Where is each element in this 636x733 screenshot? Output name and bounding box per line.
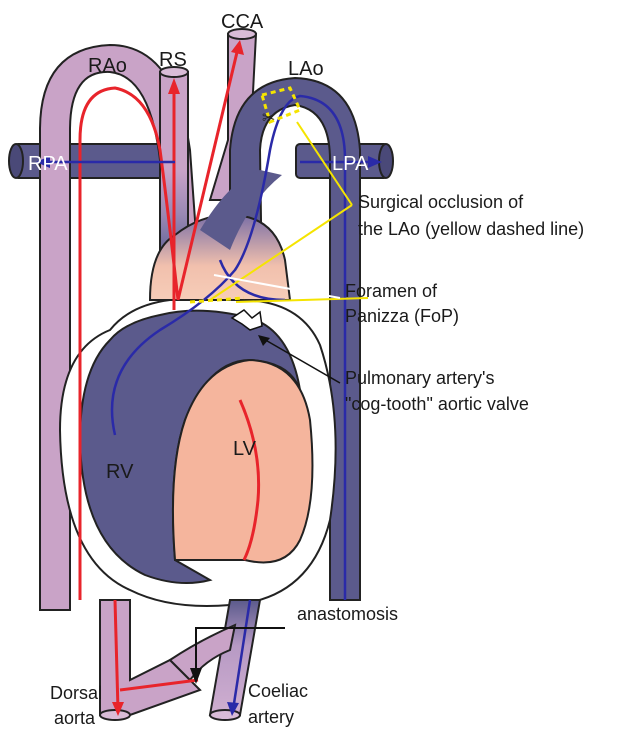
label-surgical-2: the LAo (yellow dashed line) <box>358 219 584 239</box>
label-dorsal-2: aorta <box>54 708 96 728</box>
label-rs: RS <box>159 49 187 71</box>
label-lao: LAo <box>288 58 324 80</box>
label-rv: RV <box>106 461 134 483</box>
label-valve-2: "cog-tooth" aortic valve <box>345 394 529 414</box>
label-lpa: LPA <box>332 153 369 175</box>
label-coeliac-2: artery <box>248 707 294 727</box>
label-cca: CCA <box>221 11 264 33</box>
label-valve-1: Pulmonary artery's <box>345 368 494 388</box>
label-fop-2: Panizza (FoP) <box>345 306 459 326</box>
label-anastomosis: anastomosis <box>297 604 398 624</box>
label-rpa: RPA <box>28 153 68 175</box>
svg-text:✂: ✂ <box>262 108 275 127</box>
label-coeliac-1: Coeliac <box>248 681 308 701</box>
label-rao: RAo <box>88 55 127 77</box>
label-fop-1: Foramen of <box>345 281 438 301</box>
label-surgical-1: Surgical occlusion of <box>358 192 524 212</box>
label-lv: LV <box>233 438 257 460</box>
label-dorsal-1: Dorsal <box>50 683 102 703</box>
